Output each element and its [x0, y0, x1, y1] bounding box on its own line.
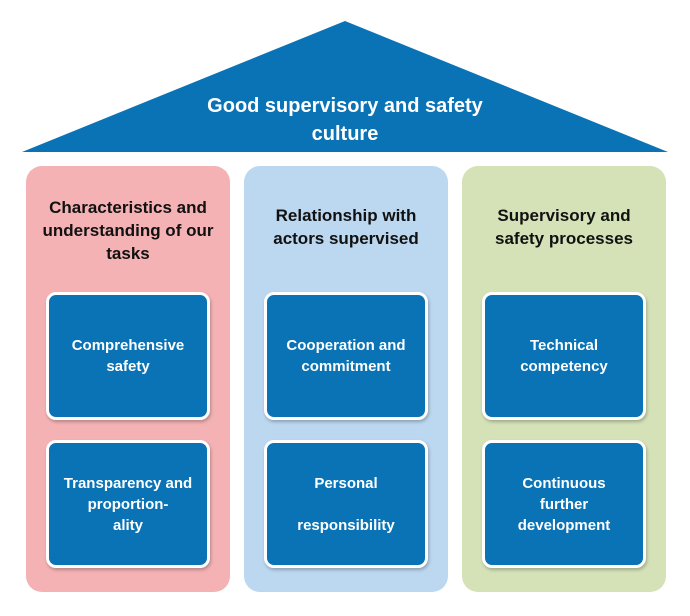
- pillar-tasks: Characteristics and understanding of our…: [26, 166, 230, 592]
- concept-box: Continuous further development: [482, 440, 646, 568]
- pillar-heading: Supervisory and safety processes: [495, 206, 633, 248]
- concept-box: Comprehensive safety: [46, 292, 210, 420]
- pillar-heading: Characteristics and understanding of our…: [42, 198, 214, 263]
- concept-box: Technical competency: [482, 292, 646, 420]
- roof-title: Good supervisory and safety culture: [207, 95, 483, 145]
- pillar-processes: Supervisory and safety processes Technic…: [462, 166, 666, 592]
- concept-box: Transparency and proportion- ality: [46, 440, 210, 568]
- concept-box: Cooperation and commitment: [264, 292, 428, 420]
- pillar-heading: Relationship with actors supervised: [273, 206, 419, 248]
- roof: [22, 21, 668, 152]
- concept-box: Personal responsibility: [264, 440, 428, 568]
- pillar-relationship: Relationship with actors supervised Coop…: [244, 166, 448, 592]
